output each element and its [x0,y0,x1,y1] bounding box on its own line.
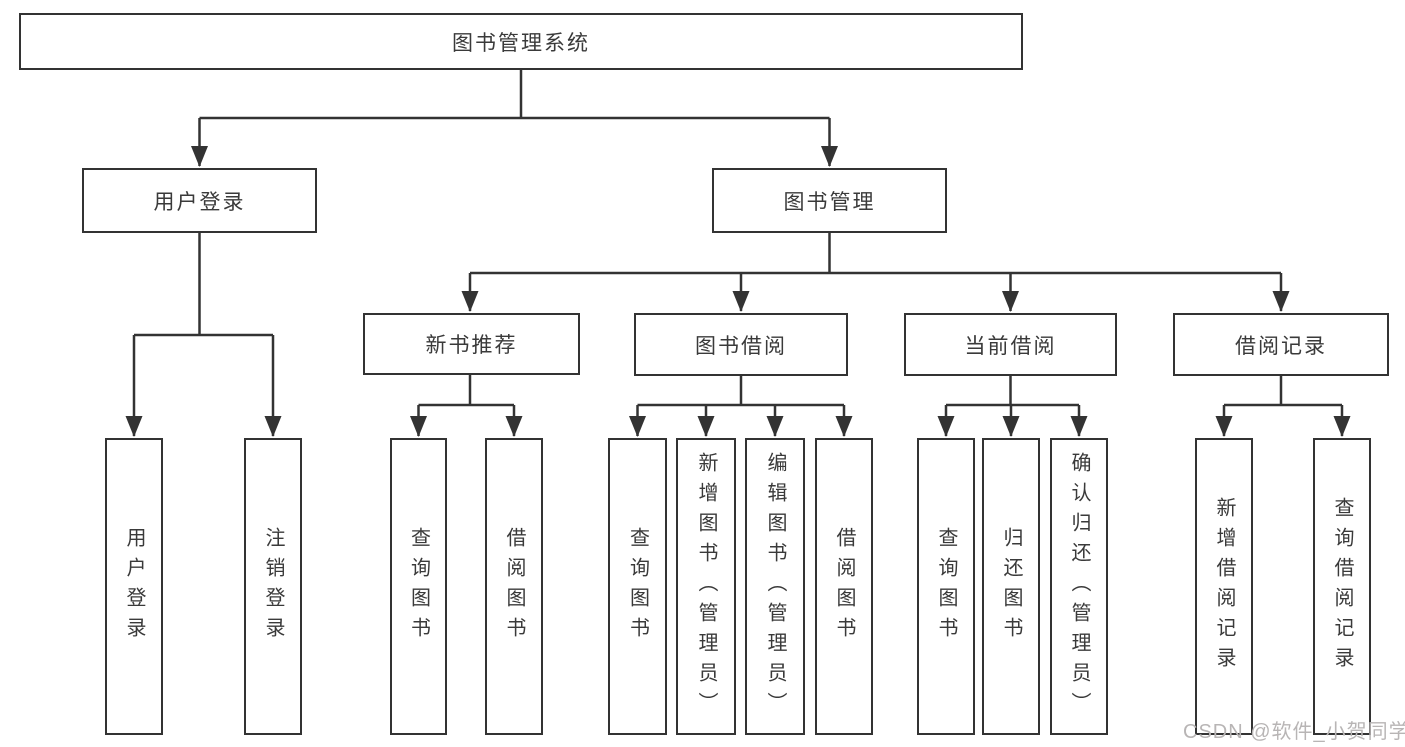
leaf-query-books-3: 查询图书 [917,438,975,735]
node-label: 编辑图书（管理员） [764,451,786,722]
node-new-book-recommendation: 新书推荐 [363,313,580,375]
leaf-add-borrow-record: 新增借阅记录 [1195,438,1253,735]
node-book-management: 图书管理 [712,168,947,233]
node-label: 查询图书 [407,526,430,647]
node-label: 新书推荐 [425,334,518,357]
node-label: 借阅图书 [833,526,855,647]
node-user-login: 用户登录 [82,168,317,233]
leaf-confirm-return-admin: 确认归还（管理员） [1050,438,1108,735]
node-label: 借阅图书 [503,526,525,647]
node-label: 新增图书（管理员） [695,451,717,722]
node-label: 注销登录 [262,526,284,647]
node-current-borrowing: 当前借阅 [904,313,1117,376]
leaf-return-book: 归还图书 [982,438,1040,735]
node-label: 新增借阅记录 [1213,496,1235,677]
leaf-add-book-admin: 新增图书（管理员） [676,438,736,735]
leaf-query-books-1: 查询图书 [390,438,447,735]
node-label: 查询图书 [935,526,957,647]
leaf-query-books-2: 查询图书 [608,438,667,735]
node-label: 查询图书 [626,526,649,647]
node-label: 当前借阅 [964,334,1057,358]
node-label: 归还图书 [1000,526,1022,647]
node-label: 查询借阅记录 [1331,496,1353,677]
node-label: 借阅记录 [1235,334,1327,358]
leaf-borrow-books-2: 借阅图书 [815,438,873,735]
node-label: 确认归还（管理员） [1068,451,1090,722]
node-label: 图书管理系统 [452,31,590,55]
leaf-user-login: 用户登录 [105,438,163,735]
node-label: 用户登录 [123,526,145,647]
node-borrowing-records: 借阅记录 [1173,313,1389,376]
node-book-borrowing: 图书借阅 [634,313,848,376]
leaf-edit-book-admin: 编辑图书（管理员） [745,438,805,735]
node-library-management-system: 图书管理系统 [19,13,1023,70]
csdn-watermark: CSDN @软件_小贺同学 [1183,721,1405,743]
leaf-query-borrow-record: 查询借阅记录 [1313,438,1371,735]
leaf-logout: 注销登录 [244,438,302,735]
node-label: 图书借阅 [695,334,787,358]
node-label: 图书管理 [783,190,876,214]
leaf-borrow-books-1: 借阅图书 [485,438,543,735]
node-label: 用户登录 [153,190,246,214]
